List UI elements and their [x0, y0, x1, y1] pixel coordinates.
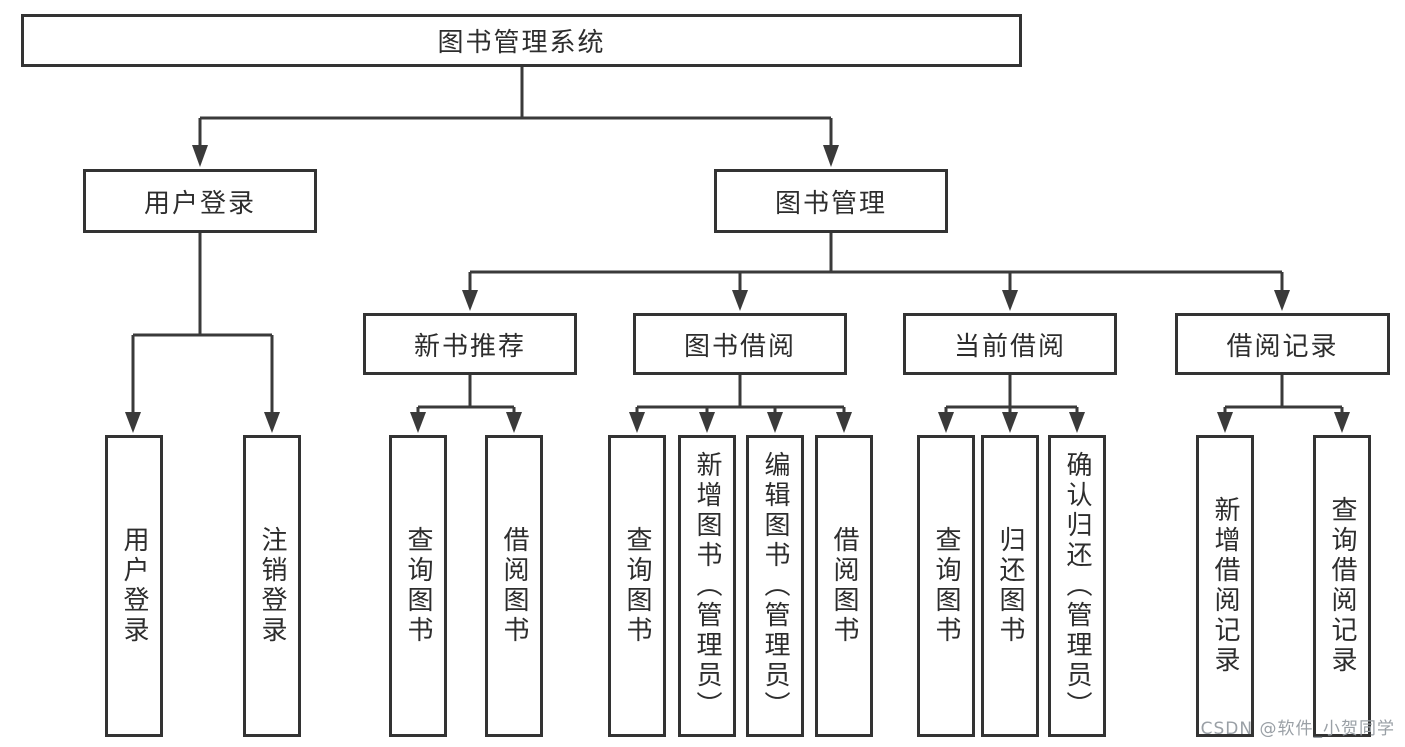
leaf-borrow-borrow-book-label: 借阅图书: [829, 526, 859, 646]
leaf-borrow-edit-book-admin-label: 编辑图书（管理员）: [760, 451, 790, 721]
leaf-recommend-borrow-book: 借阅图书: [485, 435, 543, 737]
leaf-recommend-query-book: 查询图书: [389, 435, 447, 737]
node-borrow-records: 借阅记录: [1175, 313, 1390, 375]
leaf-current-query-book-label: 查询图书: [931, 526, 961, 646]
leaf-borrow-query-book-label: 查询图书: [622, 526, 652, 646]
leaf-user-login-label: 用户登录: [119, 526, 149, 646]
leaf-recommend-borrow-book-label: 借阅图书: [499, 526, 529, 646]
leaf-user-login: 用户登录: [105, 435, 163, 737]
leaf-borrow-add-book-admin-label: 新增图书（管理员）: [692, 451, 722, 721]
leaf-records-query-record-label: 查询借阅记录: [1327, 496, 1357, 676]
node-current-borrow: 当前借阅: [903, 313, 1117, 375]
leaf-current-confirm-return-admin: 确认归还（管理员）: [1048, 435, 1106, 737]
node-new-book-recommend: 新书推荐: [363, 313, 577, 375]
leaf-borrow-borrow-book: 借阅图书: [815, 435, 873, 737]
node-book-borrow: 图书借阅: [633, 313, 847, 375]
leaf-borrow-query-book: 查询图书: [608, 435, 666, 737]
leaf-borrow-add-book-admin: 新增图书（管理员）: [678, 435, 736, 737]
leaf-current-confirm-return-admin-label: 确认归还（管理员）: [1062, 451, 1092, 721]
leaf-records-query-record: 查询借阅记录: [1313, 435, 1371, 737]
leaf-records-add-record: 新增借阅记录: [1196, 435, 1254, 737]
leaf-logout-label: 注销登录: [257, 526, 287, 646]
node-user-login: 用户登录: [83, 169, 317, 233]
csdn-watermark: CSDN @软件_小贺同学: [1200, 719, 1395, 739]
leaf-current-return-book-label: 归还图书: [995, 526, 1025, 646]
node-book-management: 图书管理: [714, 169, 948, 233]
leaf-records-add-record-label: 新增借阅记录: [1210, 496, 1240, 676]
leaf-borrow-edit-book-admin: 编辑图书（管理员）: [746, 435, 804, 737]
leaf-recommend-query-book-label: 查询图书: [403, 526, 433, 646]
leaf-current-return-book: 归还图书: [981, 435, 1039, 737]
leaf-logout: 注销登录: [243, 435, 301, 737]
node-library-system: 图书管理系统: [21, 14, 1022, 67]
leaf-current-query-book: 查询图书: [917, 435, 975, 737]
